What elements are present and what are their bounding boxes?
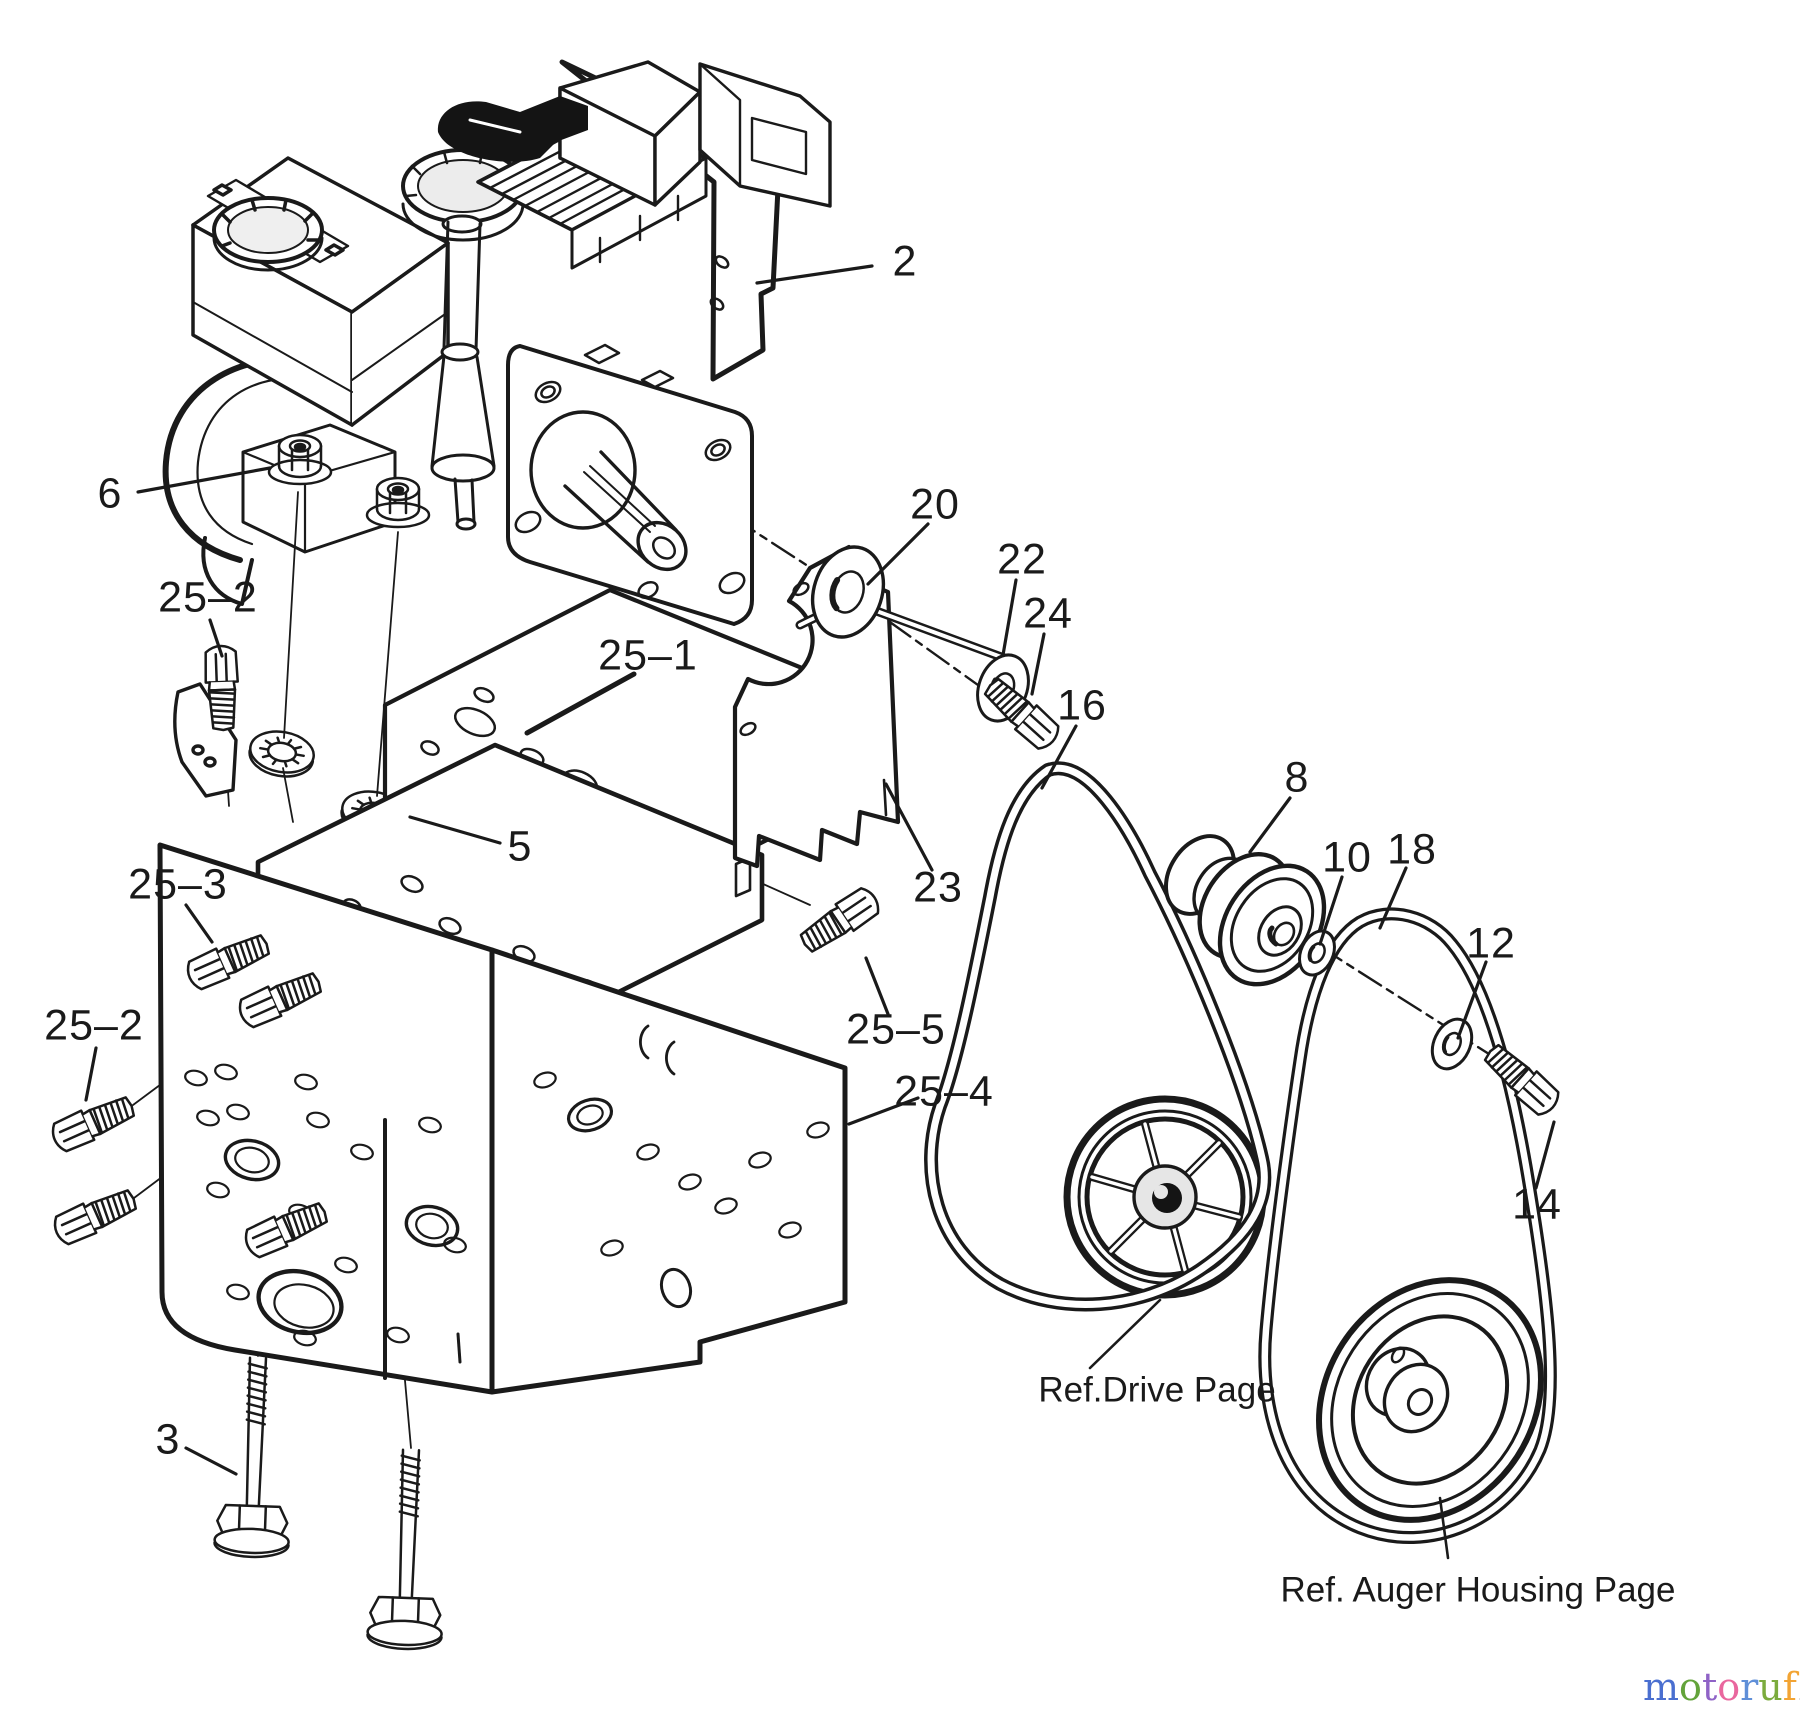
part-label-5: 5 [507, 822, 533, 871]
part-label-8: 8 [1284, 753, 1310, 802]
drive-pulley [1063, 1095, 1267, 1299]
carriage-bolt-part-3b [365, 1447, 450, 1652]
part-label-23: 23 [913, 863, 963, 912]
frame-box-part-25-4 [157, 842, 848, 1395]
part-label-25-2a: 25–2 [158, 573, 258, 622]
part-label-22: 22 [997, 535, 1047, 584]
drive-belt-part-16 [924, 761, 1272, 1312]
part-label-25-2b: 25–2 [44, 1001, 144, 1050]
part-label-12: 12 [1466, 919, 1516, 968]
washer-part-12 [1430, 1017, 1474, 1071]
output-shaft [529, 410, 688, 572]
part-label-16: 16 [1057, 681, 1107, 730]
part-label-2: 2 [892, 237, 918, 286]
part-label-6: 6 [97, 469, 123, 518]
engine-pulley-part-8 [1163, 834, 1327, 987]
crankcase [506, 343, 754, 626]
auger-pulley [1316, 1277, 1544, 1523]
watermark-suffix: .de [1798, 1685, 1800, 1704]
lock-washer-part-5a [245, 725, 319, 783]
part-label-20: 20 [910, 480, 960, 529]
fuel-cap [212, 196, 324, 272]
frame-bracket-left [173, 682, 238, 798]
part-label-3: 3 [155, 1415, 181, 1464]
watermark-logo: motoruf.de [1643, 1668, 1800, 1706]
part-label-25-4: 25–4 [894, 1067, 994, 1116]
hex-bolt-part-25-2b1 [47, 1089, 140, 1156]
carriage-bolt-part-3a [212, 1355, 297, 1560]
washer-part-20 [810, 545, 886, 639]
part-label-10: 10 [1322, 833, 1372, 882]
part-label-14: 14 [1512, 1180, 1562, 1229]
auger-belt-part-18 [1258, 907, 1557, 1544]
hex-bolt-part-25-2b2 [49, 1182, 142, 1249]
oil-fill-tube [430, 214, 496, 531]
leader-lines [84, 264, 1556, 1560]
watermark-word: motoruf [1643, 1665, 1797, 1709]
bolt-part-14 [1478, 1038, 1565, 1121]
muffler-box [698, 62, 832, 208]
part-label-18: 18 [1387, 825, 1437, 874]
part-label-25-1: 25–1 [598, 631, 698, 680]
part-label-25-3: 25–3 [128, 860, 228, 909]
engine-assembly [162, 60, 832, 843]
part-label-24: 24 [1023, 589, 1073, 638]
part-label-25-5: 25–5 [846, 1005, 946, 1054]
washer-part-10 [1298, 929, 1336, 977]
hex-bolt-part-25-5 [794, 882, 885, 959]
ref-note-drive-page: Ref.Drive Page [1038, 1370, 1276, 1410]
ref-note-auger-housing-page: Ref. Auger Housing Page [1280, 1570, 1676, 1610]
fuel-tank [191, 156, 450, 427]
